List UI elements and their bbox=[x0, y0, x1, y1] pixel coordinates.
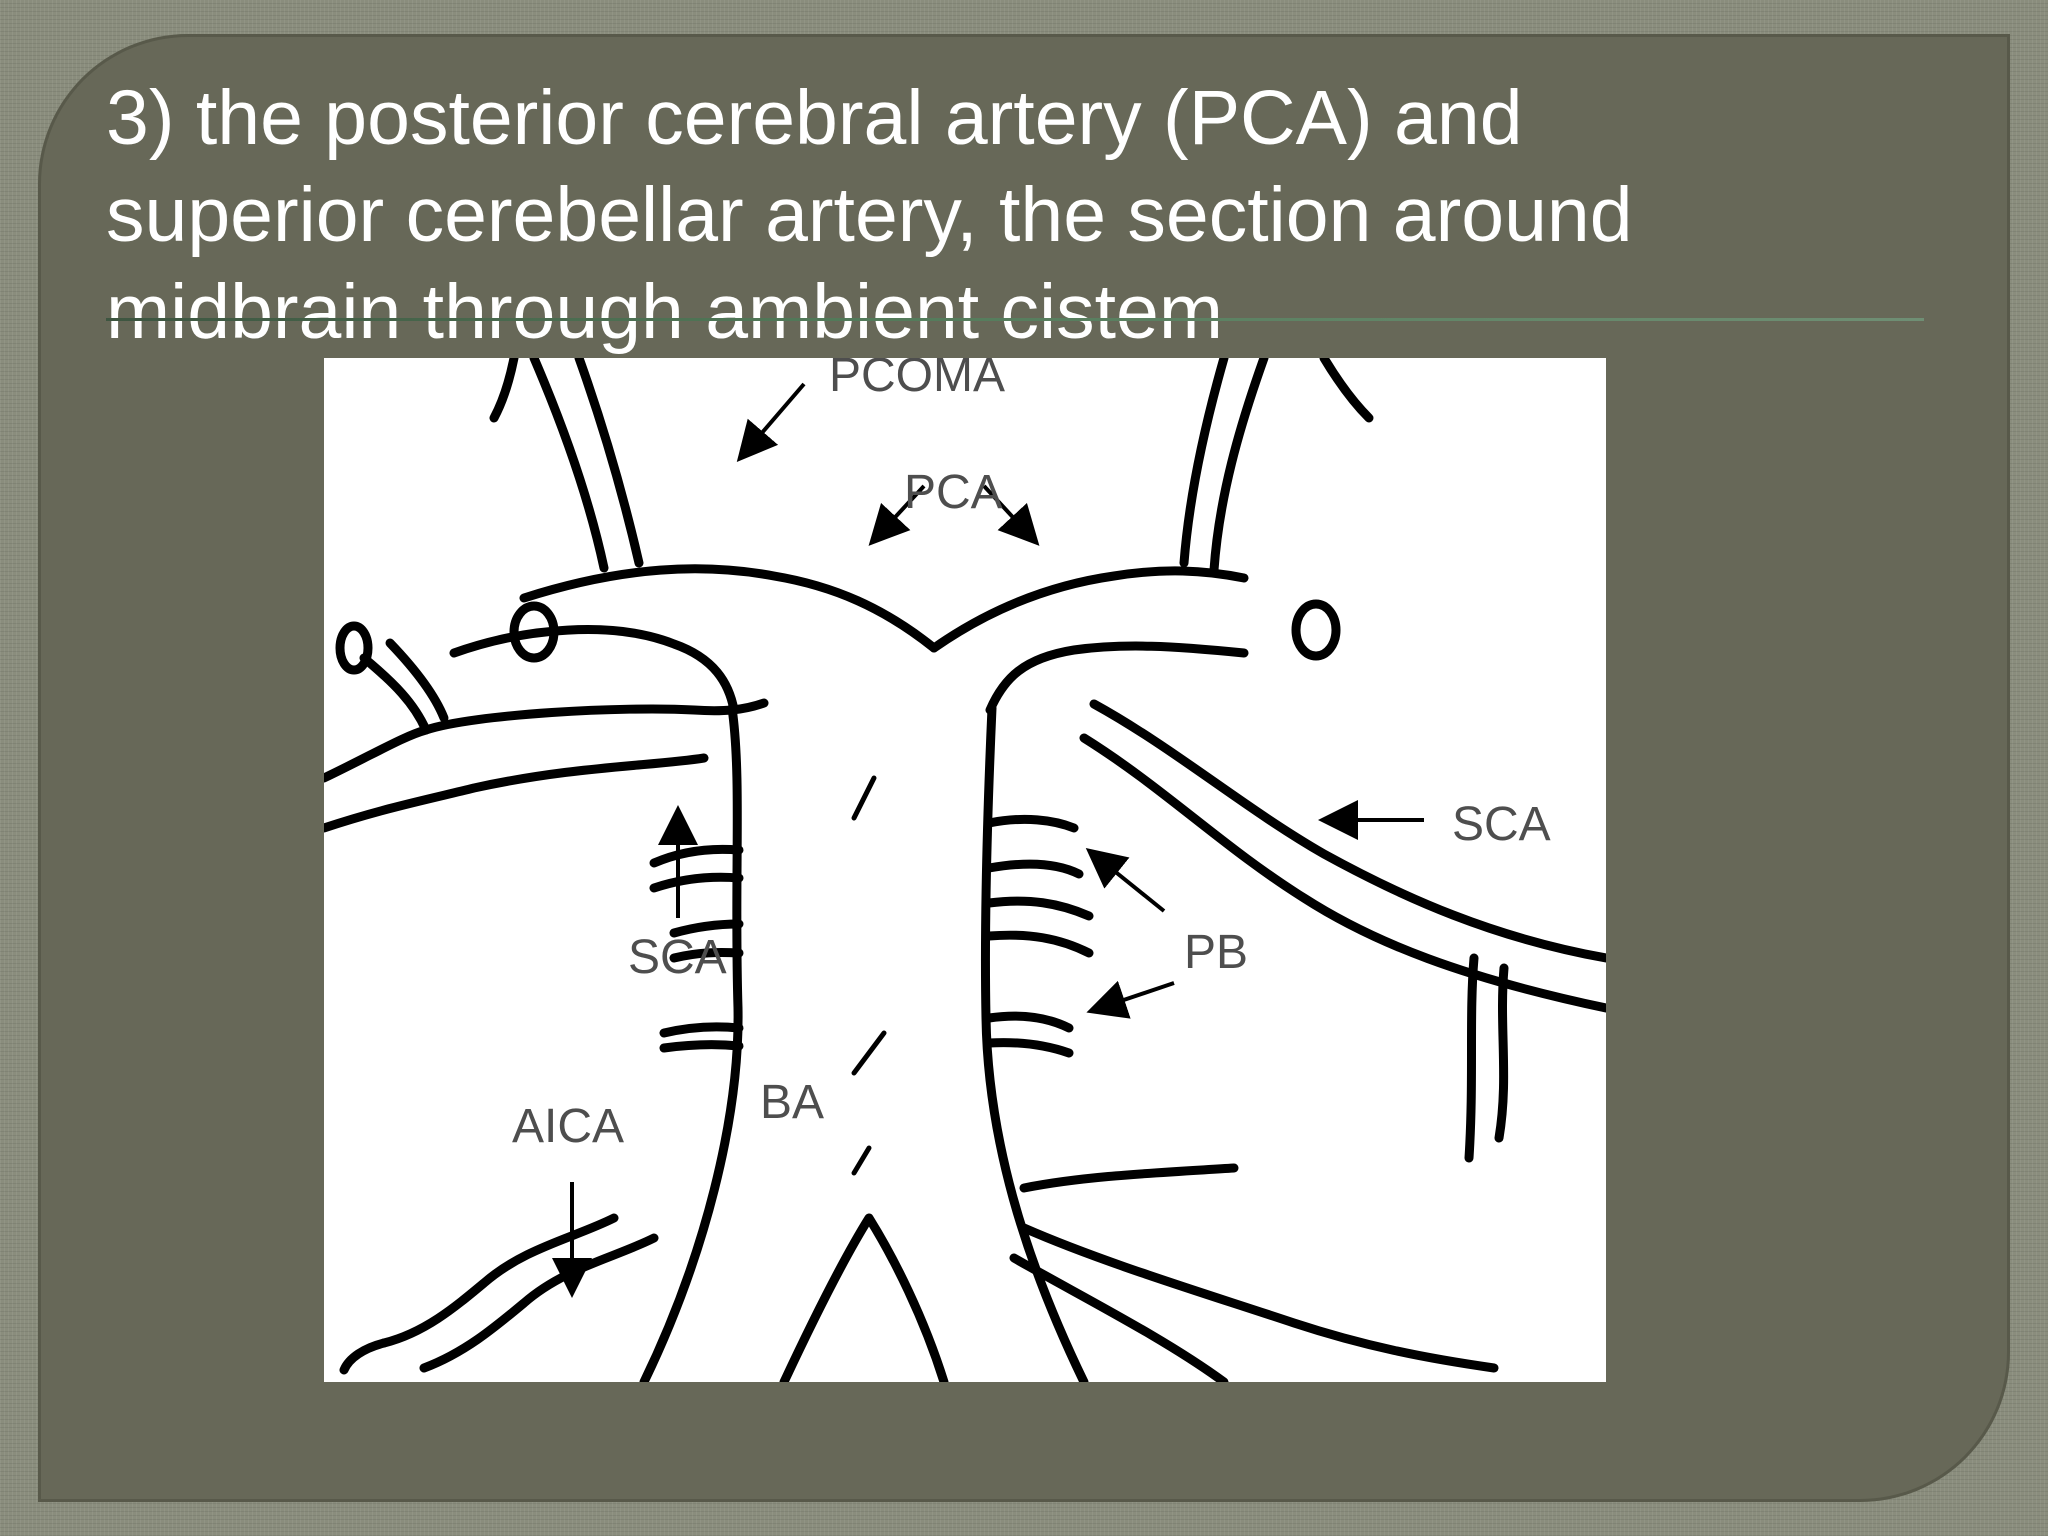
inferior-right-branch-low bbox=[1009, 1253, 1229, 1382]
sca-right-lower-wall bbox=[1079, 733, 1606, 1013]
pontine-branch-right-5 bbox=[984, 1011, 1074, 1033]
slide-title: 3) the posterior cerebral artery (PCA) a… bbox=[106, 70, 1906, 361]
artery-diagram-svg: PCOMA PCA SCA SCA PB BA AICA bbox=[324, 358, 1606, 1382]
upper-far-left-branch bbox=[489, 358, 519, 423]
pca-left-lower-wall bbox=[449, 625, 739, 715]
pontine-branch-left-5 bbox=[659, 1022, 744, 1038]
pca-left-upper-wall bbox=[519, 564, 939, 653]
sca-left-stub-a bbox=[359, 653, 431, 735]
pca-arrow-right bbox=[982, 484, 1040, 546]
pontine-branch-left-1 bbox=[649, 844, 744, 868]
ba-label: BA bbox=[760, 1076, 824, 1129]
sca-left-lower-wall bbox=[324, 753, 709, 833]
sca-right-descending-a bbox=[1464, 953, 1479, 1163]
trunk-dash-3 bbox=[851, 1145, 872, 1176]
pontine-branch-left-6 bbox=[659, 1040, 744, 1053]
aica-left-tail bbox=[339, 1338, 389, 1375]
pb-arrow-upper bbox=[1085, 847, 1166, 913]
sca-left-stump bbox=[335, 621, 373, 675]
pontine-branch-right-4 bbox=[984, 930, 1094, 958]
pontine-branch-left-4 bbox=[669, 948, 744, 963]
pb-arrow-lower bbox=[1086, 980, 1175, 1019]
title-line-3: midbrain through ambient cistem bbox=[106, 269, 1224, 355]
pontine-branch-right-2 bbox=[984, 859, 1084, 879]
aica-label: AICA bbox=[512, 1100, 624, 1153]
sca-left-upper-wall bbox=[324, 698, 769, 783]
pca-right-upper-wall bbox=[929, 566, 1249, 653]
title-underline bbox=[106, 318, 1924, 321]
pca-left-stump bbox=[509, 601, 559, 663]
sca-right-label: SCA bbox=[1452, 798, 1551, 851]
pcoma-right-wall-outer bbox=[1179, 358, 1229, 568]
inferior-right-branch-mid bbox=[1019, 1223, 1499, 1373]
title-line-1: 3) the posterior cerebral artery (PCA) a… bbox=[106, 75, 1523, 161]
sca-right-descending-b bbox=[1494, 963, 1509, 1143]
pcoma-left-wall-inner bbox=[574, 358, 644, 568]
pca-label: PCA bbox=[904, 466, 1003, 519]
title-line-2: superior cerebellar artery, the section … bbox=[106, 172, 1633, 258]
artery-diagram: PCOMA PCA SCA SCA PB BA AICA bbox=[324, 358, 1606, 1382]
basilar-artery-left-wall bbox=[639, 703, 743, 1382]
pcoma-label: PCOMA bbox=[829, 358, 1005, 402]
pontine-branch-left-2 bbox=[649, 872, 744, 893]
upper-far-right-branch bbox=[1319, 358, 1374, 423]
pontine-branch-right-3 bbox=[984, 896, 1094, 921]
pca-right-lower-wall bbox=[985, 641, 1249, 715]
pca-right-stump bbox=[1291, 599, 1341, 661]
basilar-fork bbox=[779, 1213, 949, 1382]
aica-left-lower-wall bbox=[419, 1233, 659, 1373]
inferior-right-branch-upper bbox=[1019, 1163, 1239, 1193]
sca-left-label: SCA bbox=[628, 931, 727, 984]
pontine-branch-right-1 bbox=[984, 814, 1079, 833]
pb-label: PB bbox=[1184, 926, 1248, 979]
sca-left-stub-b bbox=[385, 638, 449, 723]
pcoma-left-wall-outer bbox=[529, 358, 609, 573]
pontine-branch-right-6 bbox=[984, 1038, 1074, 1058]
trunk-dash-1 bbox=[851, 775, 877, 821]
sca-right-upper-wall bbox=[1089, 699, 1606, 963]
pcoma-arrow bbox=[736, 382, 806, 463]
aica-left-upper-wall bbox=[379, 1213, 619, 1348]
pca-arrow-left bbox=[868, 484, 926, 546]
pontine-branch-left-3 bbox=[669, 919, 744, 938]
trunk-dash-2 bbox=[851, 1030, 887, 1076]
pcoma-right-wall-inner bbox=[1209, 358, 1269, 575]
